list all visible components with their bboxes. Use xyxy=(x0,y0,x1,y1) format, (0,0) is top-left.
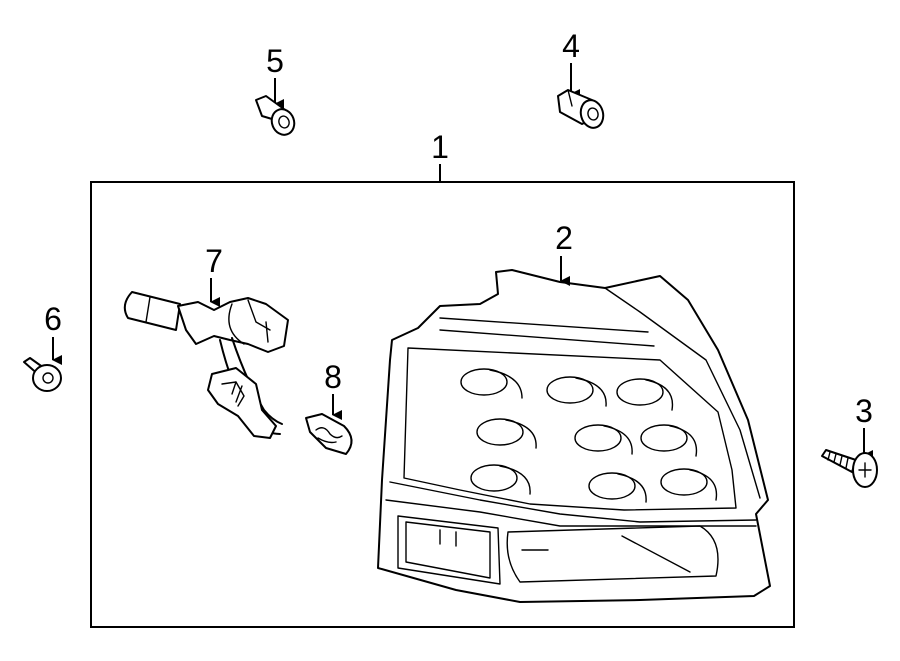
screw-3[interactable] xyxy=(821,449,878,488)
callout-2[interactable]: 2 xyxy=(555,220,573,256)
callout-6[interactable]: 6 xyxy=(44,301,62,337)
wedge-bulb-8[interactable] xyxy=(305,413,353,455)
callout-1[interactable]: 1 xyxy=(431,129,449,165)
socket-harness-7[interactable] xyxy=(123,291,289,439)
callout-8[interactable]: 8 xyxy=(324,359,342,395)
clip-nut-4[interactable] xyxy=(557,89,606,130)
push-pin-clip-5[interactable] xyxy=(255,95,298,138)
callout-7[interactable]: 7 xyxy=(205,243,223,279)
tail-lamp-lens-2[interactable] xyxy=(377,269,771,603)
assembly-frame xyxy=(90,181,795,628)
callout-5[interactable]: 5 xyxy=(266,43,284,79)
callout-3[interactable]: 3 xyxy=(855,393,873,429)
callout-4[interactable]: 4 xyxy=(562,28,580,64)
push-pin-6[interactable] xyxy=(23,357,62,392)
